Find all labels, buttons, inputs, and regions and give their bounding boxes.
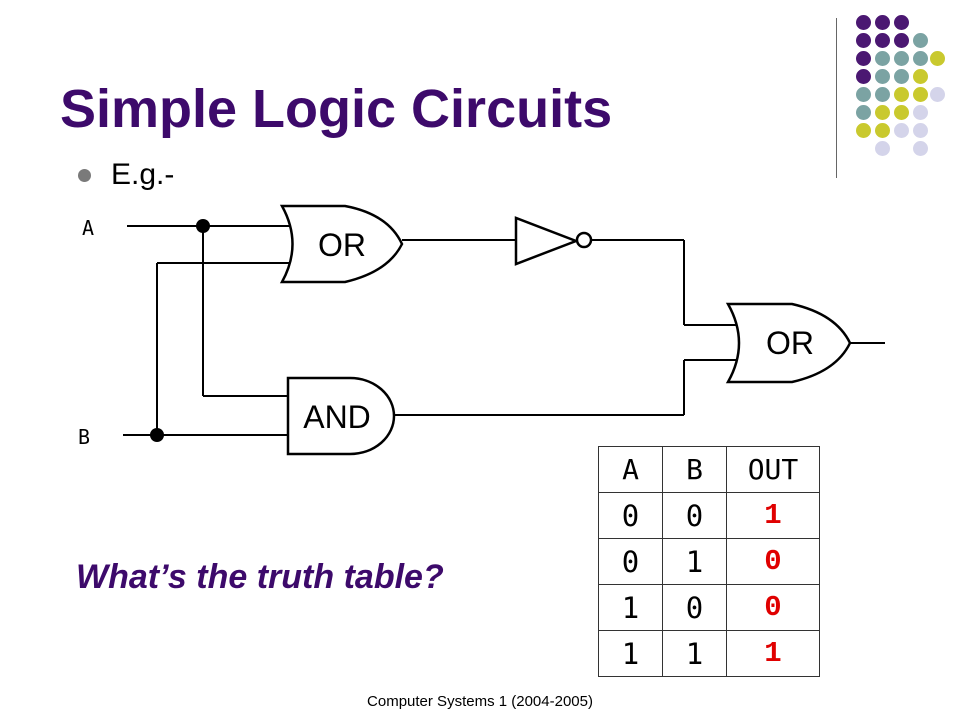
junction-dot-b (150, 428, 164, 442)
not-gate (514, 216, 580, 266)
cell-b: 0 (662, 584, 727, 631)
decor-dot (875, 69, 890, 84)
cell-a: 0 (598, 492, 663, 539)
question-text: What’s the truth table? (76, 558, 444, 596)
decor-dot (875, 105, 890, 120)
decor-dot (875, 33, 890, 48)
decor-dot (856, 15, 871, 30)
or-gate-top-label: OR (318, 227, 366, 263)
truth-table-header-row: A B OUT (598, 446, 820, 493)
or-gate-output-label: OR (766, 325, 814, 361)
slide-footer: Computer Systems 1 (2004-2005) (367, 693, 593, 710)
cell-a: 1 (598, 584, 663, 631)
and-gate (286, 376, 396, 456)
table-row: 0 1 0 (598, 538, 820, 585)
decor-dot (894, 105, 909, 120)
cell-a: 0 (598, 538, 663, 585)
cell-a: 1 (598, 630, 663, 677)
decor-dot (894, 87, 909, 102)
decor-dot (856, 123, 871, 138)
input-a-label: A (82, 216, 94, 240)
decor-dot (913, 33, 928, 48)
junction-dot-a (196, 219, 210, 233)
decor-dot (930, 51, 945, 66)
cell-b: 0 (662, 492, 727, 539)
decor-dot (875, 15, 890, 30)
or-gate-output (725, 302, 852, 384)
and-gate-label: AND (303, 399, 371, 435)
decor-dot (913, 51, 928, 66)
header-b: B (662, 446, 727, 493)
decor-dot (875, 51, 890, 66)
decor-dot (913, 141, 928, 156)
table-row: 1 0 0 (598, 584, 820, 631)
decor-dot (875, 123, 890, 138)
decor-dot (856, 87, 871, 102)
bullet-icon (78, 168, 91, 182)
cell-out: 1 (726, 630, 820, 677)
decor-dot (913, 87, 928, 102)
table-row: 0 0 1 (598, 492, 820, 539)
input-b-label: B (78, 425, 90, 449)
slide-title: Simple Logic Circuits (60, 79, 613, 139)
not-bubble (575, 231, 593, 249)
header-out: OUT (726, 446, 820, 493)
decor-dot (856, 69, 871, 84)
decor-dot (913, 69, 928, 84)
decor-dot (856, 51, 871, 66)
or-gate-top (279, 204, 404, 284)
decor-dot (875, 141, 890, 156)
decor-dot (894, 15, 909, 30)
decorative-divider (836, 18, 837, 178)
decor-dot (875, 87, 890, 102)
bullet-text: E.g.- (111, 158, 175, 191)
decor-dot (930, 87, 945, 102)
decor-dot (913, 123, 928, 138)
decor-dot (894, 69, 909, 84)
decor-dot (856, 105, 871, 120)
bullet-item: E.g.- (78, 158, 174, 192)
truth-table: A B OUT 0 0 1 0 1 0 1 0 0 1 1 1 (598, 446, 820, 677)
cell-out: 0 (726, 538, 820, 585)
cell-b: 1 (662, 538, 727, 585)
decor-dot (894, 123, 909, 138)
decor-dot (894, 51, 909, 66)
decor-dot (913, 105, 928, 120)
header-a: A (598, 446, 663, 493)
cell-out: 1 (726, 492, 820, 539)
table-row: 1 1 1 (598, 630, 820, 677)
decor-dot (856, 33, 871, 48)
decor-dot (894, 33, 909, 48)
cell-b: 1 (662, 630, 727, 677)
cell-out: 0 (726, 584, 820, 631)
